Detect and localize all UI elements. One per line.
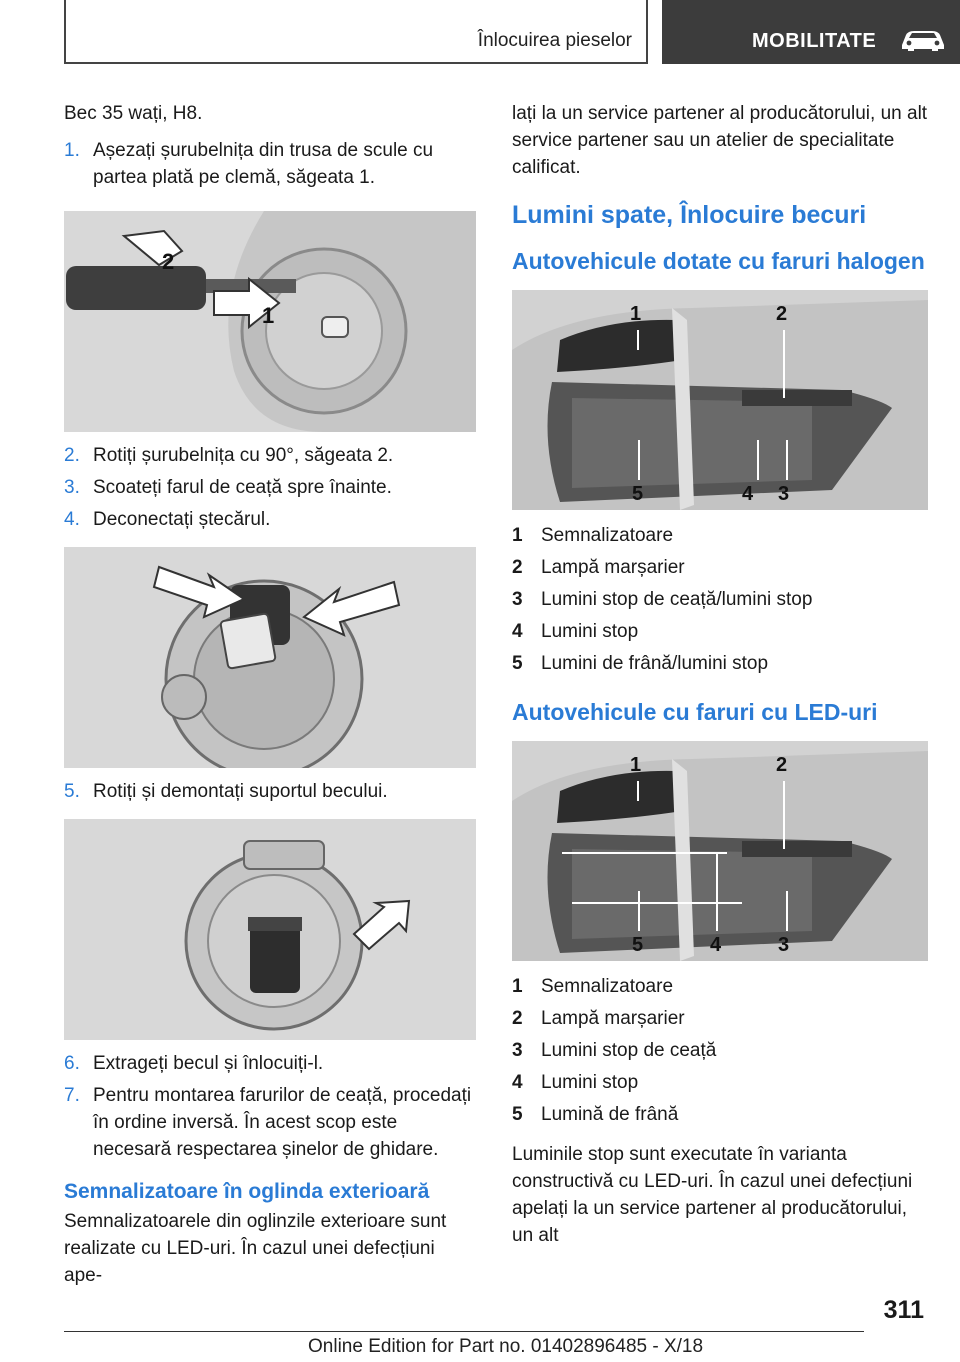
fig-a-label-5: 5 bbox=[632, 483, 643, 505]
footer-edition: Online Edition for Part no. 01402896485 … bbox=[308, 1336, 704, 1357]
mirror-text: Semnalizatoarele din oglinzile exterioar… bbox=[64, 1211, 447, 1286]
figure-fog-light-screwdriver: 2 1 bbox=[64, 211, 476, 432]
fig-b-label-2: 2 bbox=[776, 754, 787, 776]
left-column: Bec 35 wați, H8. 1. Așezați șurubelnița … bbox=[64, 100, 476, 1289]
step-number: 2. bbox=[64, 445, 80, 466]
legend-item: 3 Lumini stop de ceață bbox=[512, 1035, 928, 1067]
fig-a-label-2: 2 bbox=[776, 303, 787, 325]
figure-bulb-holder bbox=[64, 819, 476, 1040]
step-number: 4. bbox=[64, 509, 80, 530]
step-text: Scoateți farul de ceață spre înainte. bbox=[93, 477, 392, 498]
page-number: 311 bbox=[883, 1296, 924, 1324]
taillight-halogen-illustration: 1 2 5 4 3 bbox=[512, 290, 928, 510]
legend-item: 2 Lampă marșarier bbox=[512, 1003, 928, 1035]
fig-b-label-3: 3 bbox=[778, 934, 789, 956]
legend-item: 5 Lumini de frână/lumini stop bbox=[512, 648, 928, 680]
legend-text: Lumini de frână/lumini stop bbox=[541, 653, 769, 674]
legend-item: 5 Lumină de frână bbox=[512, 1099, 928, 1131]
step-text: Așezați șurubelnița din trusa de scule c… bbox=[93, 140, 434, 188]
legend-number: 1 bbox=[512, 976, 523, 997]
header-chapter-box: MOBILITATE bbox=[662, 0, 960, 64]
header-section-title: Înlocuirea pieselor bbox=[477, 30, 632, 51]
step-5: 5. Rotiți și demontați suportul becului. bbox=[64, 778, 476, 805]
fig-a-label-1: 1 bbox=[630, 303, 641, 325]
mirror-heading: Semnalizatoare în oglinda exterioară bbox=[64, 1180, 430, 1203]
legend-text: Semnalizatoare bbox=[541, 976, 674, 997]
step-6: 6. Extrageți becul și înlocuiți-l. bbox=[64, 1050, 476, 1077]
step-number: 7. bbox=[64, 1085, 80, 1106]
step-text: Rotiți și demontați suportul becului. bbox=[93, 781, 388, 802]
header-section-box: Înlocuirea pieselor bbox=[64, 0, 648, 64]
legend-item: 4 Lumini stop bbox=[512, 616, 928, 648]
fog-light-screwdriver-illustration: 2 1 bbox=[64, 211, 476, 432]
fig1-label-2: 2 bbox=[162, 249, 174, 274]
legend-number: 3 bbox=[512, 1040, 523, 1061]
car-icon bbox=[902, 31, 944, 51]
fig-b-label-5: 5 bbox=[632, 934, 643, 956]
step-7: 7. Pentru montarea farurilor de ceață, p… bbox=[64, 1082, 476, 1163]
legend-text: Semnalizatoare bbox=[541, 525, 674, 546]
legend-text: Lumină de frână bbox=[541, 1104, 679, 1125]
bulb-holder-illustration bbox=[64, 819, 476, 1040]
halogen-heading: Autovehicule dotate cu faruri halogen bbox=[512, 248, 925, 274]
legend-text: Lampă marșarier bbox=[541, 1008, 685, 1029]
step-text: Deconectați ștecărul. bbox=[93, 509, 271, 530]
fig-b-label-1: 1 bbox=[630, 754, 641, 776]
header-chapter-title: MOBILITATE bbox=[752, 30, 877, 52]
fig-a-label-4: 4 bbox=[742, 483, 754, 505]
legend-number: 2 bbox=[512, 557, 523, 578]
led-heading: Autovehicule cu faruri cu LED-uri bbox=[512, 699, 878, 725]
step-number: 3. bbox=[64, 477, 80, 498]
legend-text: Lumini stop de ceață/lumini stop bbox=[541, 589, 813, 610]
legend-item: 2 Lampă marșarier bbox=[512, 552, 928, 584]
fig-a-label-3: 3 bbox=[778, 483, 789, 505]
legend-number: 1 bbox=[512, 525, 523, 546]
step-number: 5. bbox=[64, 781, 80, 802]
legend-item: 3 Lumini stop de ceață/lumini stop bbox=[512, 584, 928, 616]
step-text: Extrageți becul și înlocuiți-l. bbox=[93, 1053, 324, 1074]
legend-number: 5 bbox=[512, 1104, 523, 1125]
step-number: 1. bbox=[64, 140, 80, 161]
figure-fog-light-connector bbox=[64, 547, 476, 768]
legend-item: 1 Semnalizatoare bbox=[512, 520, 928, 552]
step-1: 1. Așezați șurubelnița din trusa de scul… bbox=[64, 137, 476, 191]
step-4: 4. Deconectați ștecărul. bbox=[64, 506, 476, 533]
fig-b-label-4: 4 bbox=[710, 934, 722, 956]
taillight-led-illustration: 1 2 5 4 3 bbox=[512, 741, 928, 961]
legend-number: 4 bbox=[512, 621, 523, 642]
fig1-label-1: 1 bbox=[262, 303, 274, 328]
legend-text: Lumini stop de ceață bbox=[541, 1040, 717, 1061]
right-column: lați la un service partener al producăto… bbox=[512, 100, 928, 1249]
intro-text: Bec 35 wați, H8. bbox=[64, 103, 203, 124]
continued-text: lați la un service partener al producăto… bbox=[512, 103, 928, 178]
legend-number: 5 bbox=[512, 653, 523, 674]
step-number: 6. bbox=[64, 1053, 80, 1074]
figure-taillight-halogen: 1 2 5 4 3 bbox=[512, 290, 928, 510]
fog-light-connector-illustration bbox=[64, 547, 476, 768]
legend-item: 1 Semnalizatoare bbox=[512, 971, 928, 1003]
legend-item: 4 Lumini stop bbox=[512, 1067, 928, 1099]
legend-text: Lumini stop bbox=[541, 1072, 639, 1093]
taillight-heading: Lumini spate, Înlocuire becuri bbox=[512, 201, 867, 229]
led-end-text: Luminile stop sunt executate în varianta… bbox=[512, 1144, 913, 1246]
figure-taillight-led: 1 2 5 4 3 bbox=[512, 741, 928, 961]
legend-number: 3 bbox=[512, 589, 523, 610]
step-text: Rotiți șurubelnița cu 90°, săgeata 2. bbox=[93, 445, 394, 466]
step-text: Pentru montarea farurilor de ceață, proc… bbox=[93, 1085, 472, 1160]
legend-text: Lampă marșarier bbox=[541, 557, 685, 578]
step-3: 3. Scoateți farul de ceață spre înainte. bbox=[64, 474, 476, 501]
legend-number: 2 bbox=[512, 1008, 523, 1029]
step-2: 2. Rotiți șurubelnița cu 90°, săgeata 2. bbox=[64, 442, 476, 469]
footer-divider bbox=[64, 1331, 864, 1332]
legend-number: 4 bbox=[512, 1072, 523, 1093]
legend-text: Lumini stop bbox=[541, 621, 639, 642]
